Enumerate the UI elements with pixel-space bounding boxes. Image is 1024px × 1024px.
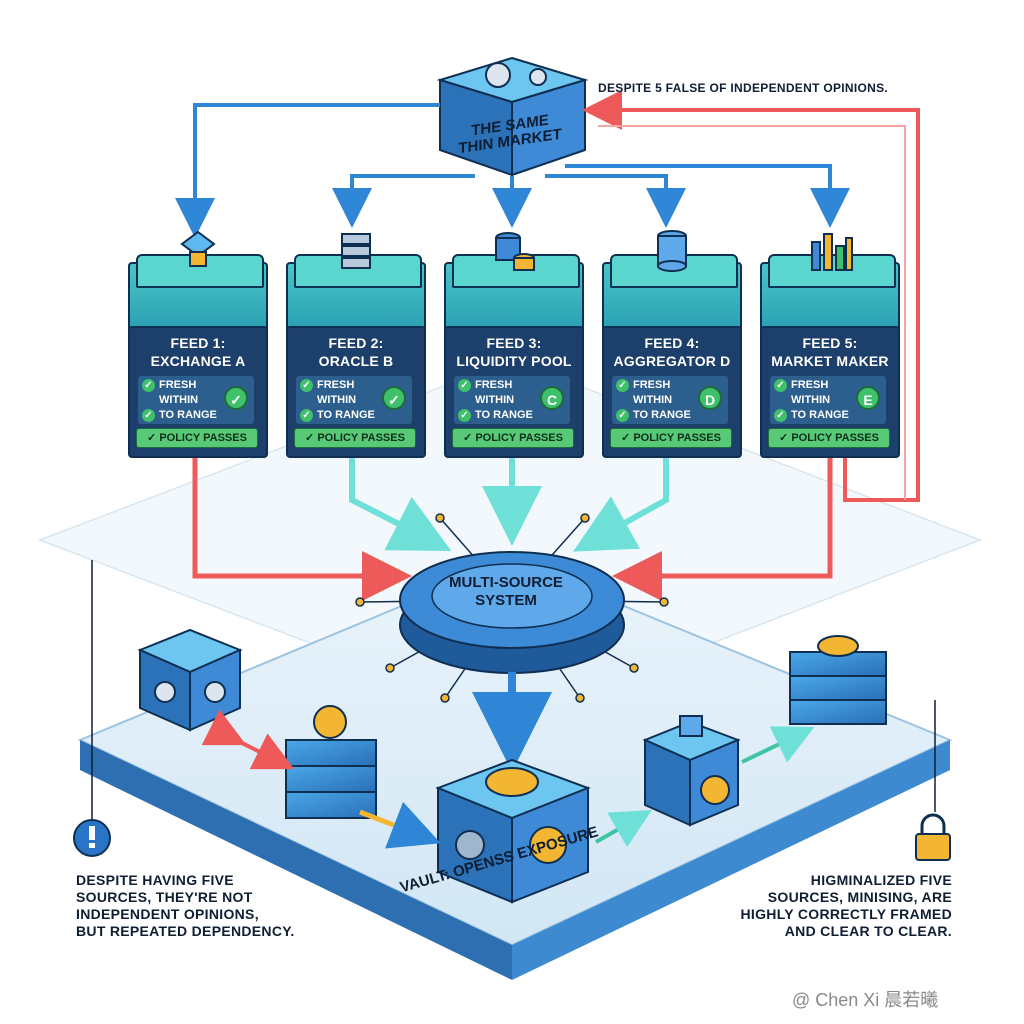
- vault-to-lock-arrow: [595, 810, 652, 848]
- check-row-within: WITHIN: [791, 394, 831, 406]
- check-row-range: ✓TO RANGE: [300, 408, 375, 424]
- hub-label: MULTI-SOURCE SYSTEM: [449, 574, 563, 609]
- feed-status-badge: ✓: [382, 386, 406, 410]
- top-node-cube: [436, 56, 589, 177]
- lower-platform-right-edge: [512, 740, 950, 980]
- left-note: DESPITE HAVING FIVE SOURCES, THEY'RE NOT…: [76, 872, 295, 939]
- top-to-feed1-arrow: [175, 103, 440, 238]
- check-row-range: ✓TO RANGE: [142, 408, 217, 424]
- top-to-feed2-arrow: [332, 174, 475, 228]
- feed-title: FEED 1:EXCHANGE A: [150, 335, 246, 369]
- feed-title: FEED 4:AGGREGATOR D: [613, 335, 731, 369]
- check-icon: ✓: [458, 378, 471, 392]
- check-row-fresh: ✓FRESH: [142, 378, 196, 394]
- check-row-fresh: ✓FRESH: [300, 378, 354, 394]
- policy-passes-badge: ✓ POLICY PASSES: [452, 428, 574, 448]
- policy-passes-badge: ✓ POLICY PASSES: [294, 428, 416, 448]
- feed-title: FEED 5:MARKET MAKER: [771, 335, 889, 369]
- feed5-return-red-arrow: [582, 90, 920, 502]
- check-row-fresh: ✓FRESH: [616, 378, 670, 394]
- watermark: @ Chen Xi 晨若曦: [792, 990, 939, 1010]
- feed1-to-hub-red-arrow: [192, 456, 412, 601]
- feed-status-badge: D: [698, 386, 722, 410]
- check-icon: ✓: [616, 408, 629, 422]
- multi-source-hub: [355, 513, 669, 703]
- feed-title: FEED 3:LIQUIDITY POOL: [456, 335, 572, 369]
- lock-to-server-arrow: [741, 726, 815, 764]
- right-server-stack: [789, 635, 887, 725]
- policy-passes-badge: ✓ POLICY PASSES: [136, 428, 258, 448]
- feed-card-top: [760, 233, 900, 332]
- coin-stack-icon: [490, 228, 538, 276]
- feed4-to-hub-cyan-arrow: [573, 456, 669, 552]
- check-icon: ✓: [142, 408, 155, 422]
- check-row-within: WITHIN: [159, 394, 199, 406]
- token-icon: [174, 228, 222, 276]
- top-to-feed4-arrow: [545, 174, 686, 228]
- check-icon: ✓: [774, 408, 787, 422]
- feed2-to-hub-cyan-arrow: [349, 456, 452, 551]
- right-note: HIGMINALIZED FIVE SOURCES, MINISING, ARE…: [740, 872, 952, 939]
- check-row-range: ✓TO RANGE: [616, 408, 691, 424]
- left-server-stack: [285, 705, 377, 819]
- feed-status-badge: ✓: [224, 386, 248, 410]
- feed5-to-hub-red-arrow: [612, 456, 833, 601]
- feed-title: FEED 2:ORACLE B: [318, 335, 394, 369]
- check-row-range: ✓TO RANGE: [458, 408, 533, 424]
- check-icon: ✓: [300, 378, 313, 392]
- server-to-vault-arrow: [359, 801, 441, 849]
- check-row-fresh: ✓FRESH: [774, 378, 828, 394]
- info-icon: [73, 819, 111, 857]
- server-icon: [332, 228, 380, 276]
- padlock-icon: [915, 813, 951, 861]
- policy-passes-badge: ✓ POLICY PASSES: [610, 428, 732, 448]
- gear-cube: [137, 628, 243, 732]
- check-icon: ✓: [616, 378, 629, 392]
- policy-passes-badge: ✓ POLICY PASSES: [768, 428, 890, 448]
- feed-status-badge: C: [540, 386, 564, 410]
- vault-safe: [435, 758, 591, 904]
- feed-card-top: [602, 230, 742, 332]
- check-row-within: WITHIN: [475, 394, 515, 406]
- check-icon: ✓: [142, 378, 155, 392]
- check-row-within: WITHIN: [633, 394, 673, 406]
- lower-platform-left-edge: [80, 740, 512, 980]
- check-icon: ✓: [774, 378, 787, 392]
- feed-status-badge: E: [856, 386, 880, 410]
- lock-cube: [642, 715, 741, 827]
- database-icon: [648, 228, 696, 276]
- check-icon: ✓: [458, 408, 471, 422]
- feed-card-top: [444, 232, 584, 332]
- check-row-fresh: ✓FRESH: [458, 378, 512, 394]
- feed-card-top: [128, 230, 268, 332]
- feed5-return-red-arrow-2: [598, 125, 906, 500]
- check-row-within: WITHIN: [317, 394, 357, 406]
- top-note: DESPITE 5 FALSE OF INDEPENDENT OPINIONS.: [598, 81, 889, 95]
- check-icon: ✓: [300, 408, 313, 422]
- bar-chart-icon: [806, 228, 854, 276]
- check-row-range: ✓TO RANGE: [774, 408, 849, 424]
- top-to-feed5-arrow: [565, 164, 850, 228]
- left-double-arrow: [201, 709, 295, 770]
- feed-card-top: [286, 233, 426, 332]
